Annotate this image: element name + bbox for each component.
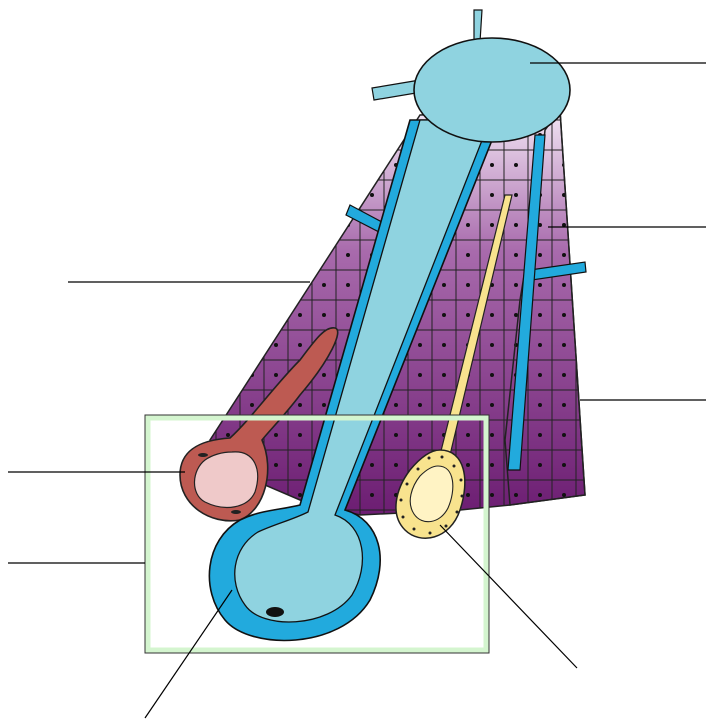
top-reservoir <box>372 10 570 142</box>
leader-line-duct-base <box>145 590 232 718</box>
leader-line-gland <box>440 525 577 668</box>
